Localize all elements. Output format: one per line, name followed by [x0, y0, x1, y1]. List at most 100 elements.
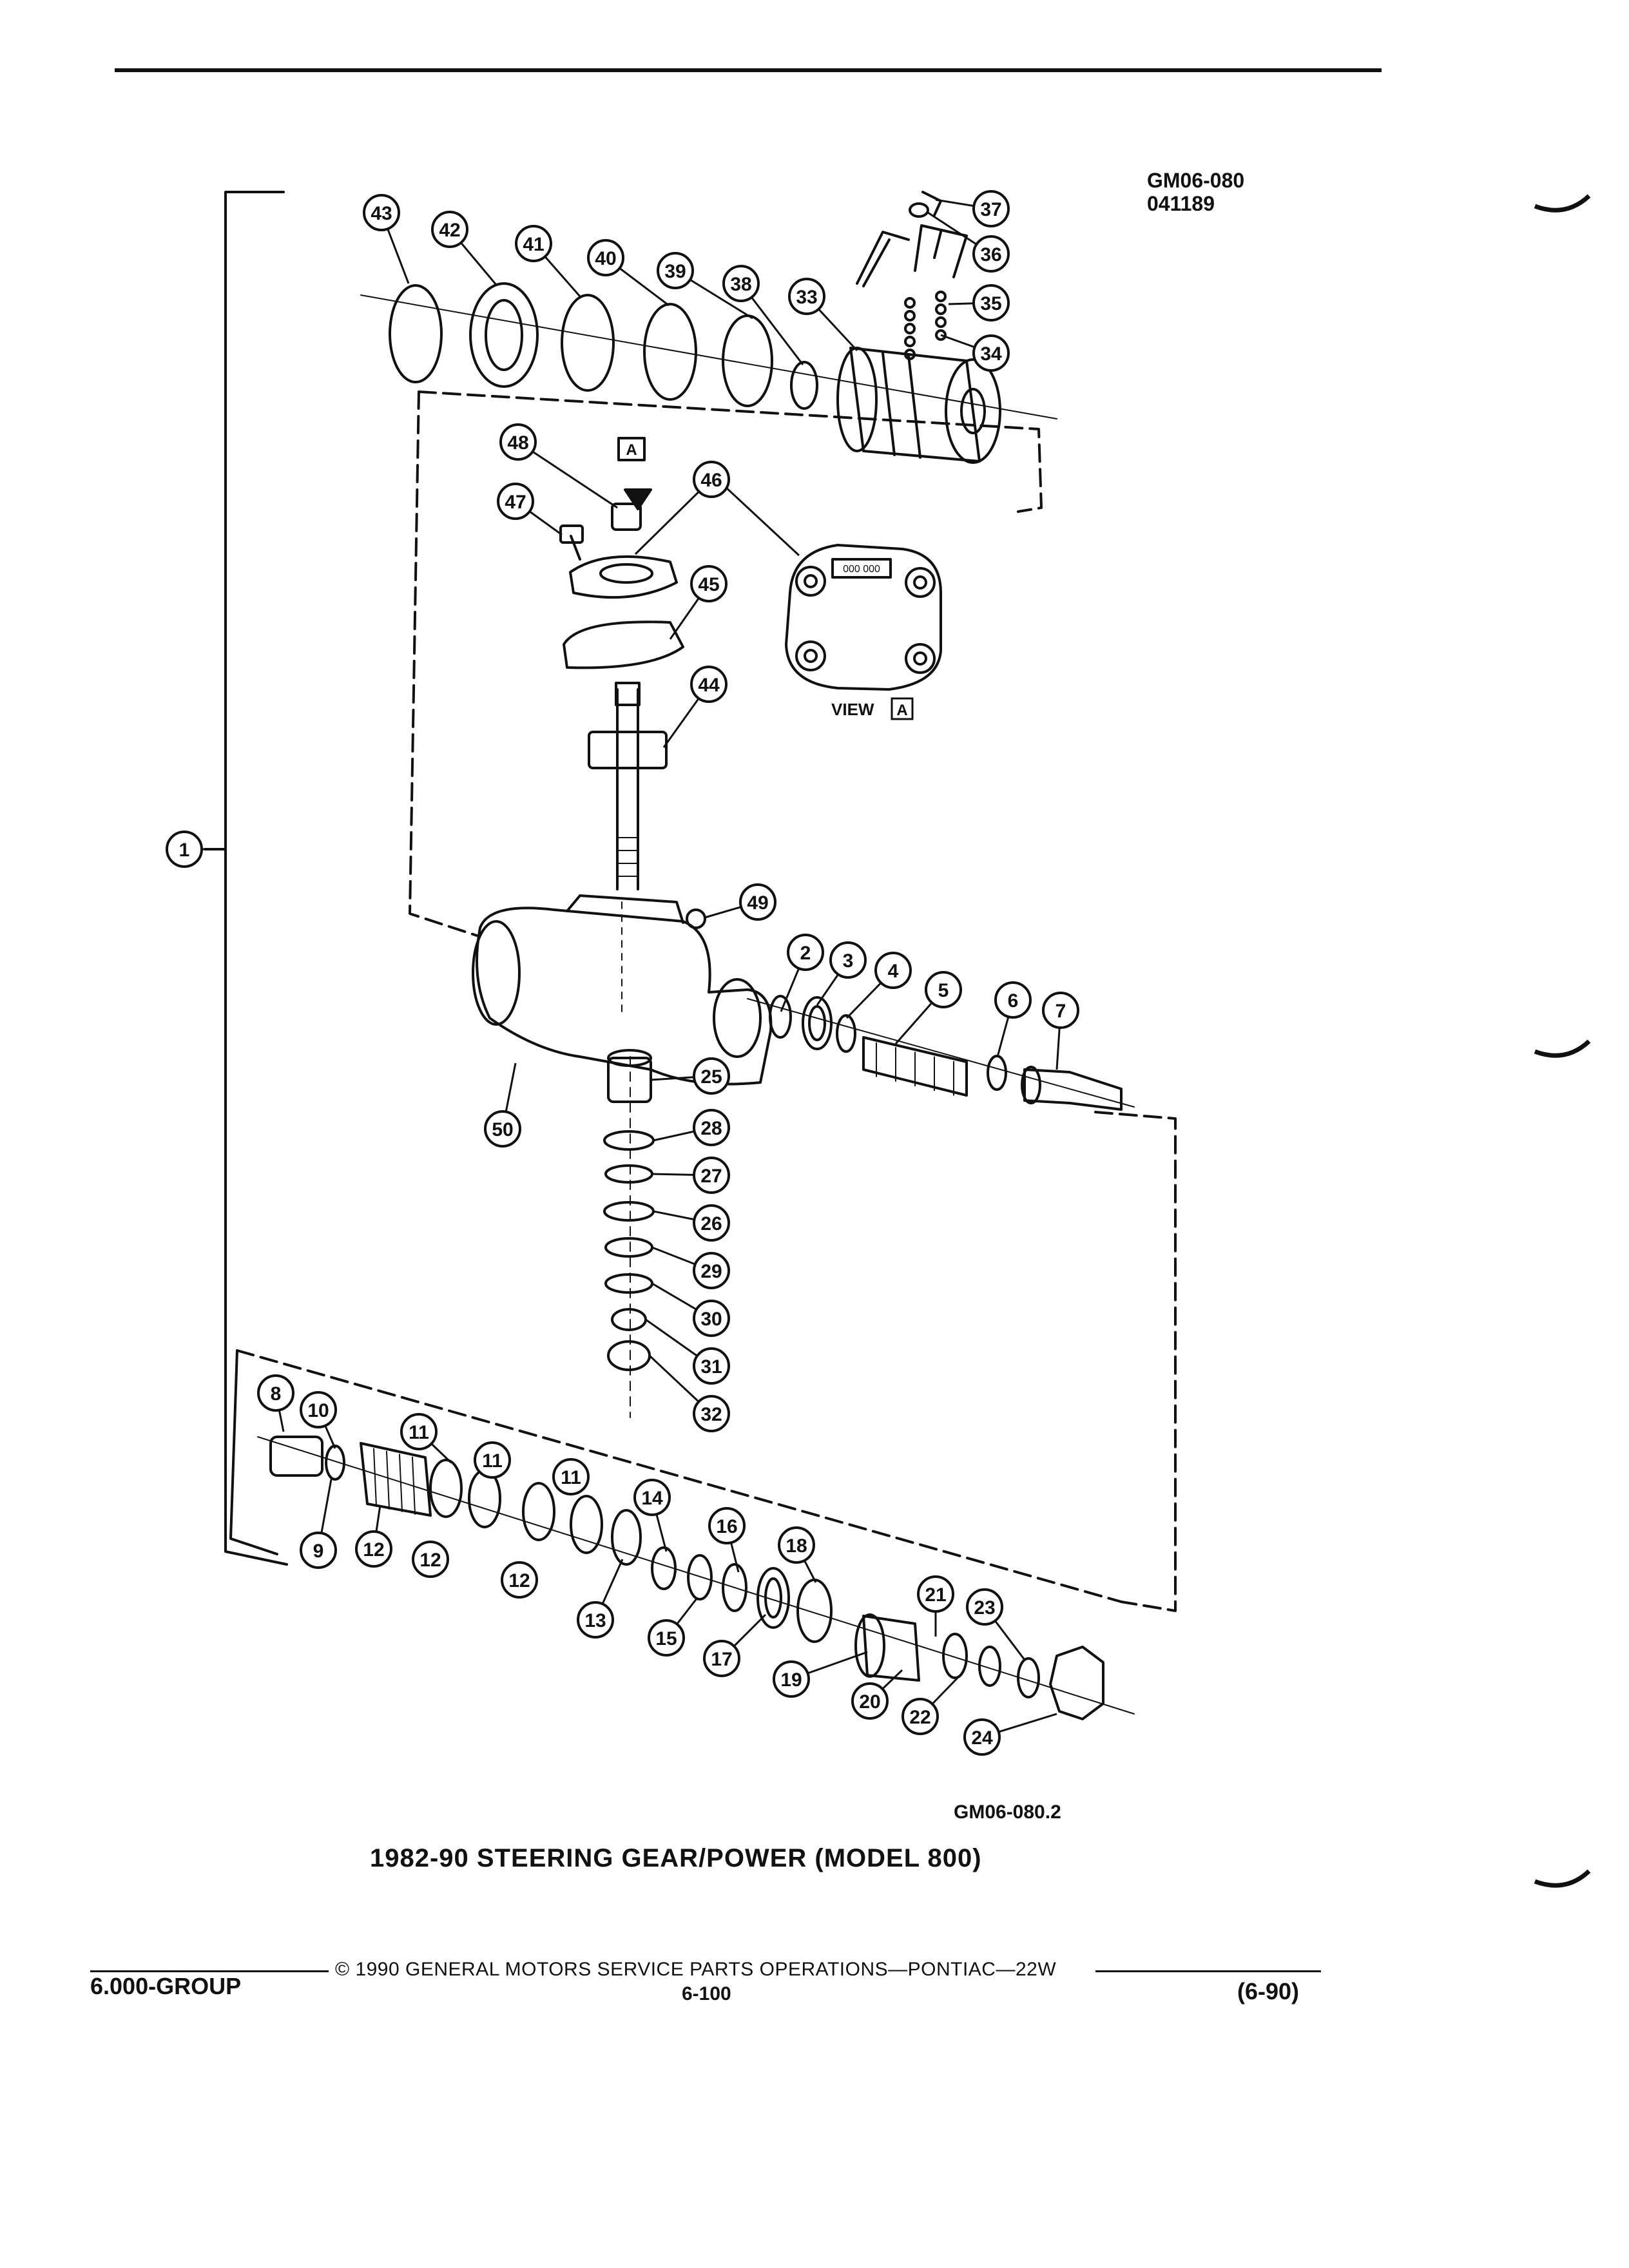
callout-number: 28: [700, 1118, 722, 1139]
worm-shaft: [862, 1036, 968, 1097]
callout-3: 3: [829, 941, 867, 979]
callout-circle: [693, 1057, 730, 1095]
view-letter-box: [617, 437, 646, 461]
callout-number: 14: [641, 1488, 663, 1509]
bearing: [942, 1633, 968, 1679]
screw-37: [921, 191, 942, 216]
o-ring: [468, 1469, 501, 1528]
callout-42: 42: [431, 211, 468, 248]
callout-13: 13: [577, 1601, 614, 1639]
view-a-cover: [785, 544, 942, 691]
bolt: [570, 535, 581, 561]
callout-38: 38: [722, 265, 760, 302]
callout-number: 22: [909, 1707, 930, 1728]
callout-number: 37: [980, 199, 1001, 220]
callout-circle: [412, 1541, 449, 1578]
view-marker-letter: A: [626, 441, 637, 459]
view-label: VIEW: [831, 700, 874, 719]
callout-48: 48: [499, 423, 537, 461]
seal: [603, 1130, 655, 1151]
callout-circle: [722, 265, 760, 302]
washer: [836, 1014, 856, 1053]
callout-number: 49: [747, 892, 768, 914]
callout-circle: [355, 1530, 392, 1568]
callout-circle: [693, 1204, 730, 1242]
valve-axis: [360, 294, 1057, 419]
callout-circle: [633, 1479, 671, 1516]
callout-17: 17: [703, 1640, 740, 1677]
callout-number: 9: [313, 1541, 324, 1562]
callout-19: 19: [773, 1660, 810, 1698]
callout-circle: [994, 981, 1032, 1019]
callout-number: 11: [409, 1422, 429, 1443]
reference-date: 041189: [1147, 192, 1215, 215]
o-ring: [687, 1554, 713, 1600]
callout-34: 34: [972, 334, 1010, 372]
callout-number: 18: [786, 1535, 807, 1557]
callout-circle: [917, 1575, 954, 1613]
retaining-ring: [389, 284, 443, 383]
callout-number: 17: [711, 1649, 732, 1670]
top-rule: [115, 68, 1382, 72]
callout-number: 33: [796, 287, 817, 308]
callout-circle: [693, 1300, 730, 1337]
callout-circle: [501, 1561, 538, 1599]
rack-tooth: [412, 1456, 416, 1515]
rack-axis: [257, 1436, 1135, 1715]
callout-12: 12: [355, 1530, 392, 1568]
bearing: [603, 1201, 655, 1222]
footer-page-number: 6-100: [682, 1983, 731, 2004]
washer: [978, 1646, 1001, 1687]
callout-circle: [778, 1526, 815, 1564]
footer-rule-right: [1095, 1970, 1321, 1972]
valve-groove: [907, 354, 921, 459]
callout-44: 44: [690, 666, 728, 703]
reference-code: GM06-080: [1147, 169, 1245, 192]
callout-circle: [497, 483, 534, 520]
callout-circle: [851, 1682, 889, 1720]
callout-49: 49: [739, 883, 776, 921]
check-ball: [935, 291, 947, 302]
callout-circle: [972, 334, 1010, 372]
callout-number: 36: [980, 244, 1001, 265]
callout-circle: [925, 971, 962, 1008]
retainer-36: [909, 202, 929, 218]
valve-body-end: [836, 347, 878, 452]
check-ball: [904, 310, 916, 322]
callout-29: 29: [693, 1252, 730, 1289]
callout-16: 16: [708, 1507, 746, 1544]
callout-2: 2: [787, 934, 824, 971]
rack-group-outline: [1094, 1111, 1177, 1612]
leader-line: [517, 441, 618, 509]
callout-number: 44: [698, 675, 720, 696]
callout-number: 25: [700, 1066, 722, 1088]
view-label-box: [891, 697, 914, 720]
pitman-shaft: [616, 688, 639, 890]
callout-number: 10: [307, 1400, 329, 1421]
callout-number: 23: [974, 1597, 995, 1619]
callout-24: 24: [963, 1718, 1001, 1756]
callout-22: 22: [901, 1698, 939, 1735]
callout-circle: [690, 565, 728, 602]
retaining-ring: [604, 1273, 653, 1294]
view-a-plate: [831, 558, 892, 579]
callout-circle: [708, 1507, 746, 1544]
callout-number: 15: [655, 1628, 677, 1649]
callout-number: 1: [179, 840, 190, 861]
check-ball: [935, 329, 947, 341]
washer: [769, 995, 792, 1039]
footer-group: 6.000-GROUP: [90, 1973, 242, 1999]
view-label-letter: A: [896, 702, 907, 719]
callout-circle: [901, 1698, 939, 1735]
figure-caption: 1982-90 STEERING GEAR/POWER (MODEL 800): [370, 1844, 982, 1872]
callout-number: 27: [700, 1166, 722, 1187]
spring-clip: [856, 231, 910, 287]
callout-37: 37: [972, 190, 1010, 227]
adjuster-plug-face: [854, 1613, 885, 1678]
callout-33: 33: [788, 278, 825, 315]
callout-circle: [1042, 992, 1079, 1029]
valve-seal: [790, 361, 818, 410]
callout-32: 32: [693, 1395, 730, 1432]
callout-number: 26: [700, 1213, 722, 1235]
